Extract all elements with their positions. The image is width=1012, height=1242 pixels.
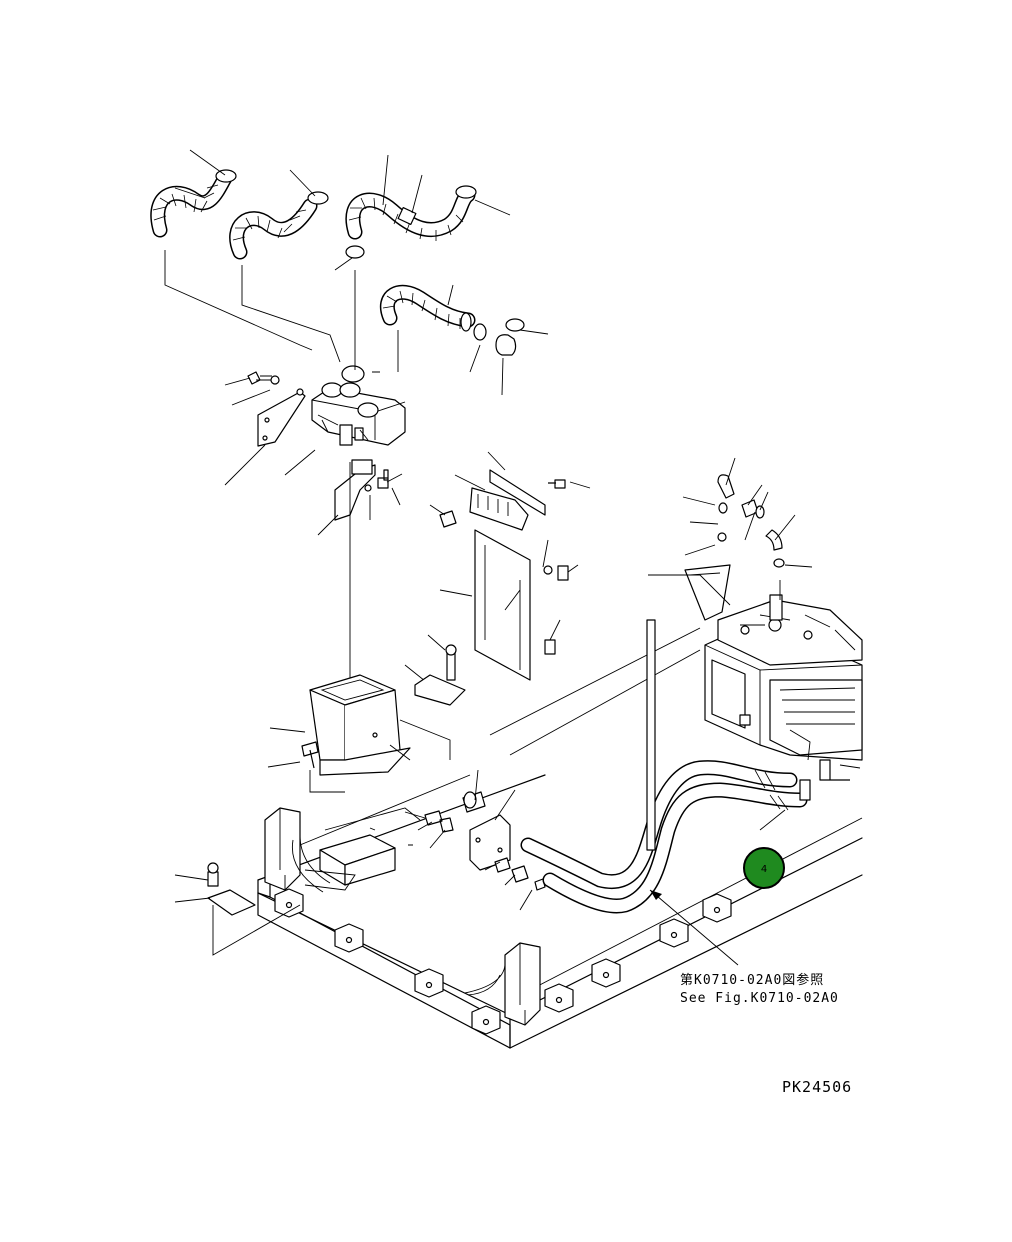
reference-leader bbox=[649, 809, 786, 966]
vertical-air-duct bbox=[267, 674, 451, 793]
callout-number: 4 bbox=[761, 864, 767, 875]
duct-hose-3 bbox=[345, 187, 476, 241]
duct-hose-2 bbox=[229, 198, 318, 260]
cover-plate-small bbox=[414, 644, 466, 706]
filter-panel bbox=[474, 529, 569, 681]
hose-caps bbox=[215, 169, 525, 356]
water-valve-cluster bbox=[404, 769, 546, 911]
mounting-bracket-left bbox=[247, 371, 306, 447]
floor-plate-bolt bbox=[174, 862, 301, 956]
frame-mount-tabs bbox=[274, 888, 732, 1035]
filter-housing bbox=[439, 469, 566, 531]
leader-lines-box bbox=[164, 250, 401, 680]
corner-post-left bbox=[264, 807, 331, 893]
callout-marker[interactable]: 4 bbox=[743, 847, 785, 889]
reference-note-japanese: 第K0710-02A0図参照 bbox=[680, 972, 824, 988]
corner-post-right bbox=[464, 942, 541, 1026]
heater-fittings bbox=[648, 457, 813, 606]
leader-lines-filter bbox=[404, 451, 591, 686]
duct-hose-1 bbox=[150, 170, 233, 238]
duct-hose-4 bbox=[379, 284, 476, 332]
heater-water-hoses bbox=[520, 619, 808, 914]
mounting-bracket-lower bbox=[334, 459, 403, 521]
leader-lines-top bbox=[174, 149, 549, 396]
figure-code: PK24506 bbox=[782, 1078, 852, 1096]
floor-duct-box bbox=[304, 807, 421, 891]
heater-unit bbox=[684, 564, 863, 801]
air-distribution-box bbox=[311, 365, 406, 446]
reference-note-english: See Fig.K0710-02A0 bbox=[680, 991, 839, 1006]
